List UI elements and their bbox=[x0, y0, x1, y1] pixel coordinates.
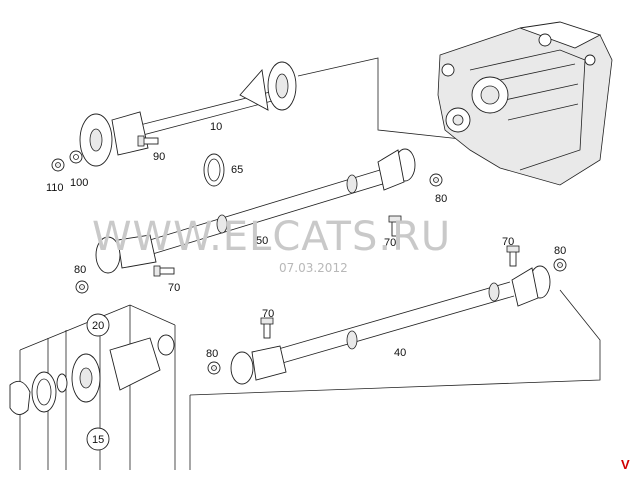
transfer-case bbox=[437, 21, 613, 186]
callout-50: 50 bbox=[256, 235, 268, 247]
callout-80-a: 80 bbox=[435, 193, 447, 205]
callout-80-b: 80 bbox=[74, 264, 86, 276]
callout-circle-20 bbox=[86, 313, 110, 337]
cv-joint-kit bbox=[9, 334, 175, 415]
ring-65 bbox=[203, 153, 225, 187]
callout-70-d: 70 bbox=[262, 308, 274, 320]
callout-80-c: 80 bbox=[554, 245, 566, 257]
callout-70-a: 70 bbox=[384, 237, 396, 249]
front-propshaft-50 bbox=[95, 148, 416, 274]
nut-80-d bbox=[207, 361, 221, 375]
rear-propshaft-40 bbox=[230, 265, 551, 385]
callout-15: 15 bbox=[92, 434, 104, 446]
bolt-70-c bbox=[506, 245, 520, 267]
nut-80-c bbox=[553, 258, 567, 272]
corner-mark: V bbox=[621, 457, 630, 472]
bolt-70-d bbox=[260, 317, 274, 339]
callout-80-d: 80 bbox=[206, 348, 218, 360]
nut-80-a bbox=[429, 173, 443, 187]
watermark-text: WWW.ELCATS.RU bbox=[92, 214, 451, 260]
bolt-70-b bbox=[153, 265, 175, 277]
nut-110 bbox=[51, 158, 65, 172]
callout-90: 90 bbox=[153, 151, 165, 163]
washer-100 bbox=[69, 150, 83, 164]
callout-20: 20 bbox=[92, 320, 104, 332]
callout-100: 100 bbox=[70, 177, 88, 189]
nut-80-b bbox=[75, 280, 89, 294]
callout-70-c: 70 bbox=[502, 236, 514, 248]
axle-shaft-10 bbox=[79, 61, 297, 167]
watermark-date: 07.03.2012 bbox=[279, 261, 348, 275]
bolt-70-a bbox=[388, 215, 402, 237]
callout-110: 110 bbox=[46, 182, 64, 194]
callout-circle-15 bbox=[86, 427, 110, 451]
callout-10: 10 bbox=[210, 121, 222, 133]
callout-70-b: 70 bbox=[168, 282, 180, 294]
callout-65: 65 bbox=[231, 164, 243, 176]
callout-40: 40 bbox=[394, 347, 406, 359]
bolt-90 bbox=[137, 135, 159, 147]
